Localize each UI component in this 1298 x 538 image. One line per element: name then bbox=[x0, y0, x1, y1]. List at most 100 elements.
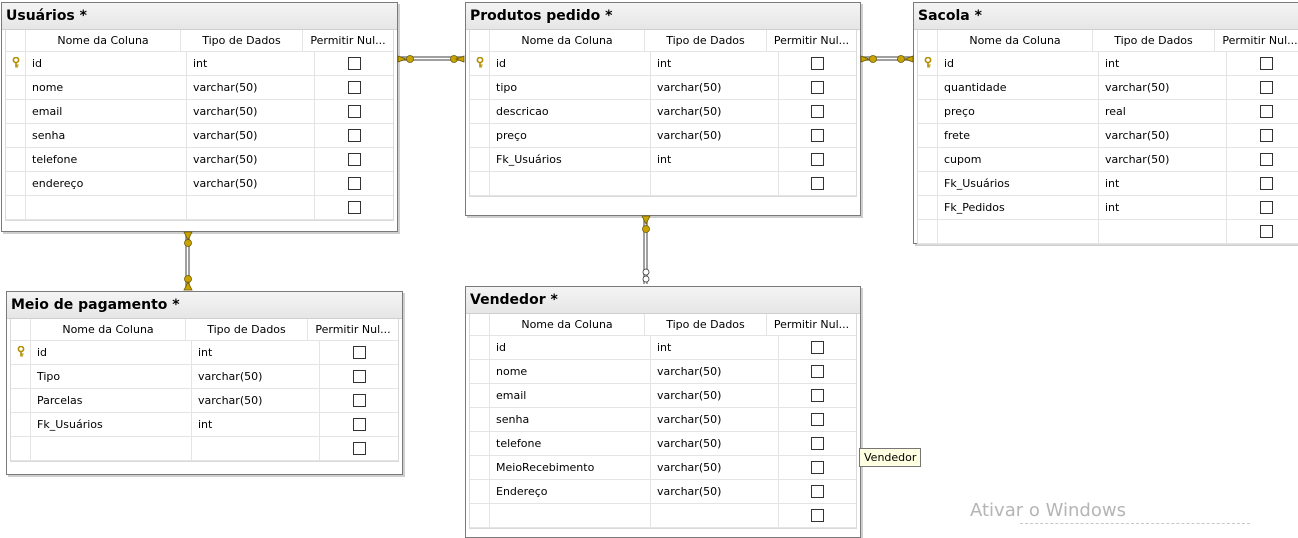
data-type-cell[interactable]: varchar(50) bbox=[651, 124, 779, 147]
allow-nulls-checkbox[interactable] bbox=[811, 341, 824, 354]
row-selector[interactable] bbox=[470, 456, 490, 479]
column-name-cell[interactable] bbox=[490, 172, 651, 195]
column-name-cell[interactable] bbox=[31, 437, 192, 460]
data-type-cell[interactable]: varchar(50) bbox=[187, 172, 315, 195]
data-type-cell[interactable]: varchar(50) bbox=[187, 76, 315, 99]
data-type-cell[interactable]: int bbox=[651, 148, 779, 171]
column-name-cell[interactable]: Tipo bbox=[31, 365, 192, 388]
data-type-cell[interactable]: varchar(50) bbox=[192, 365, 320, 388]
allow-nulls-checkbox[interactable] bbox=[811, 509, 824, 522]
row-selector[interactable] bbox=[470, 52, 490, 75]
data-type-cell[interactable]: int bbox=[187, 52, 315, 75]
table-title[interactable]: Sacola * bbox=[914, 3, 1298, 30]
row-selector[interactable] bbox=[6, 76, 26, 99]
row-selector[interactable] bbox=[470, 480, 490, 503]
row-selector[interactable] bbox=[470, 360, 490, 383]
header-data-type[interactable]: Tipo de Dados bbox=[645, 314, 767, 335]
column-name-cell[interactable]: cupom bbox=[938, 148, 1099, 171]
row-selector[interactable] bbox=[6, 124, 26, 147]
data-type-cell[interactable]: varchar(50) bbox=[1099, 124, 1227, 147]
allow-nulls-checkbox[interactable] bbox=[347, 201, 361, 214]
column-name-cell[interactable]: quantidade bbox=[938, 76, 1099, 99]
new-row[interactable] bbox=[6, 196, 393, 220]
data-type-cell[interactable] bbox=[651, 172, 779, 195]
row-selector[interactable] bbox=[6, 100, 26, 123]
row-selector[interactable] bbox=[918, 196, 938, 219]
column-name-cell[interactable]: id bbox=[31, 341, 192, 364]
row-selector[interactable] bbox=[918, 172, 938, 195]
data-type-cell[interactable]: varchar(50) bbox=[651, 408, 779, 431]
allow-nulls-checkbox[interactable] bbox=[1259, 105, 1273, 118]
row-selector[interactable] bbox=[918, 220, 938, 243]
data-type-cell[interactable]: int bbox=[651, 336, 779, 359]
column-name-cell[interactable]: id bbox=[26, 52, 187, 75]
column-name-cell[interactable]: telefone bbox=[26, 148, 187, 171]
header-data-type[interactable]: Tipo de Dados bbox=[645, 30, 767, 51]
allow-nulls-checkbox[interactable] bbox=[811, 365, 824, 378]
column-name-cell[interactable]: preço bbox=[938, 100, 1099, 123]
row-selector[interactable] bbox=[918, 52, 938, 75]
row-selector[interactable] bbox=[470, 408, 490, 431]
allow-nulls-checkbox[interactable] bbox=[811, 105, 824, 118]
data-type-cell[interactable]: varchar(50) bbox=[651, 360, 779, 383]
header-allow-nulls[interactable]: Permitir Nul... bbox=[1222, 34, 1298, 47]
relationship-usuarios-produtos[interactable] bbox=[396, 52, 466, 66]
row-selector[interactable] bbox=[11, 413, 31, 436]
row-selector[interactable] bbox=[470, 384, 490, 407]
header-column-name[interactable]: Nome da Coluna bbox=[938, 30, 1093, 51]
data-type-cell[interactable]: varchar(50) bbox=[651, 100, 779, 123]
allow-nulls-checkbox[interactable] bbox=[811, 413, 824, 426]
header-allow-nulls[interactable]: Permitir Nul... bbox=[773, 34, 850, 47]
data-type-cell[interactable]: varchar(50) bbox=[187, 148, 315, 171]
allow-nulls-checkbox[interactable] bbox=[347, 57, 361, 70]
column-name-cell[interactable]: Fk_Usuários bbox=[938, 172, 1099, 195]
row-selector[interactable] bbox=[6, 148, 26, 171]
row-selector[interactable] bbox=[470, 504, 490, 527]
data-type-cell[interactable]: int bbox=[1099, 172, 1227, 195]
allow-nulls-checkbox[interactable] bbox=[811, 153, 824, 166]
row-selector[interactable] bbox=[11, 365, 31, 388]
column-name-cell[interactable]: email bbox=[490, 384, 651, 407]
allow-nulls-checkbox[interactable] bbox=[1259, 177, 1273, 190]
column-name-cell[interactable] bbox=[26, 196, 187, 219]
allow-nulls-checkbox[interactable] bbox=[347, 81, 361, 94]
data-type-cell[interactable] bbox=[192, 437, 320, 460]
allow-nulls-checkbox[interactable] bbox=[352, 346, 366, 359]
row-selector[interactable] bbox=[11, 341, 31, 364]
relationship-produtos-vendedor[interactable] bbox=[638, 214, 654, 286]
data-type-cell[interactable]: varchar(50) bbox=[651, 384, 779, 407]
data-type-cell[interactable]: int bbox=[192, 413, 320, 436]
allow-nulls-checkbox[interactable] bbox=[347, 153, 361, 166]
column-name-cell[interactable]: nome bbox=[490, 360, 651, 383]
row-selector[interactable] bbox=[918, 100, 938, 123]
column-name-cell[interactable]: senha bbox=[26, 124, 187, 147]
column-name-cell[interactable]: Endereço bbox=[490, 480, 651, 503]
header-data-type[interactable]: Tipo de Dados bbox=[186, 319, 308, 340]
column-name-cell[interactable]: preço bbox=[490, 124, 651, 147]
header-column-name[interactable]: Nome da Coluna bbox=[26, 30, 181, 51]
column-name-cell[interactable]: senha bbox=[490, 408, 651, 431]
header-column-name[interactable]: Nome da Coluna bbox=[490, 314, 645, 335]
row-selector[interactable] bbox=[11, 389, 31, 412]
data-type-cell[interactable]: int bbox=[192, 341, 320, 364]
allow-nulls-checkbox[interactable] bbox=[347, 105, 361, 118]
column-name-cell[interactable]: id bbox=[490, 336, 651, 359]
column-name-cell[interactable]: tipo bbox=[490, 76, 651, 99]
